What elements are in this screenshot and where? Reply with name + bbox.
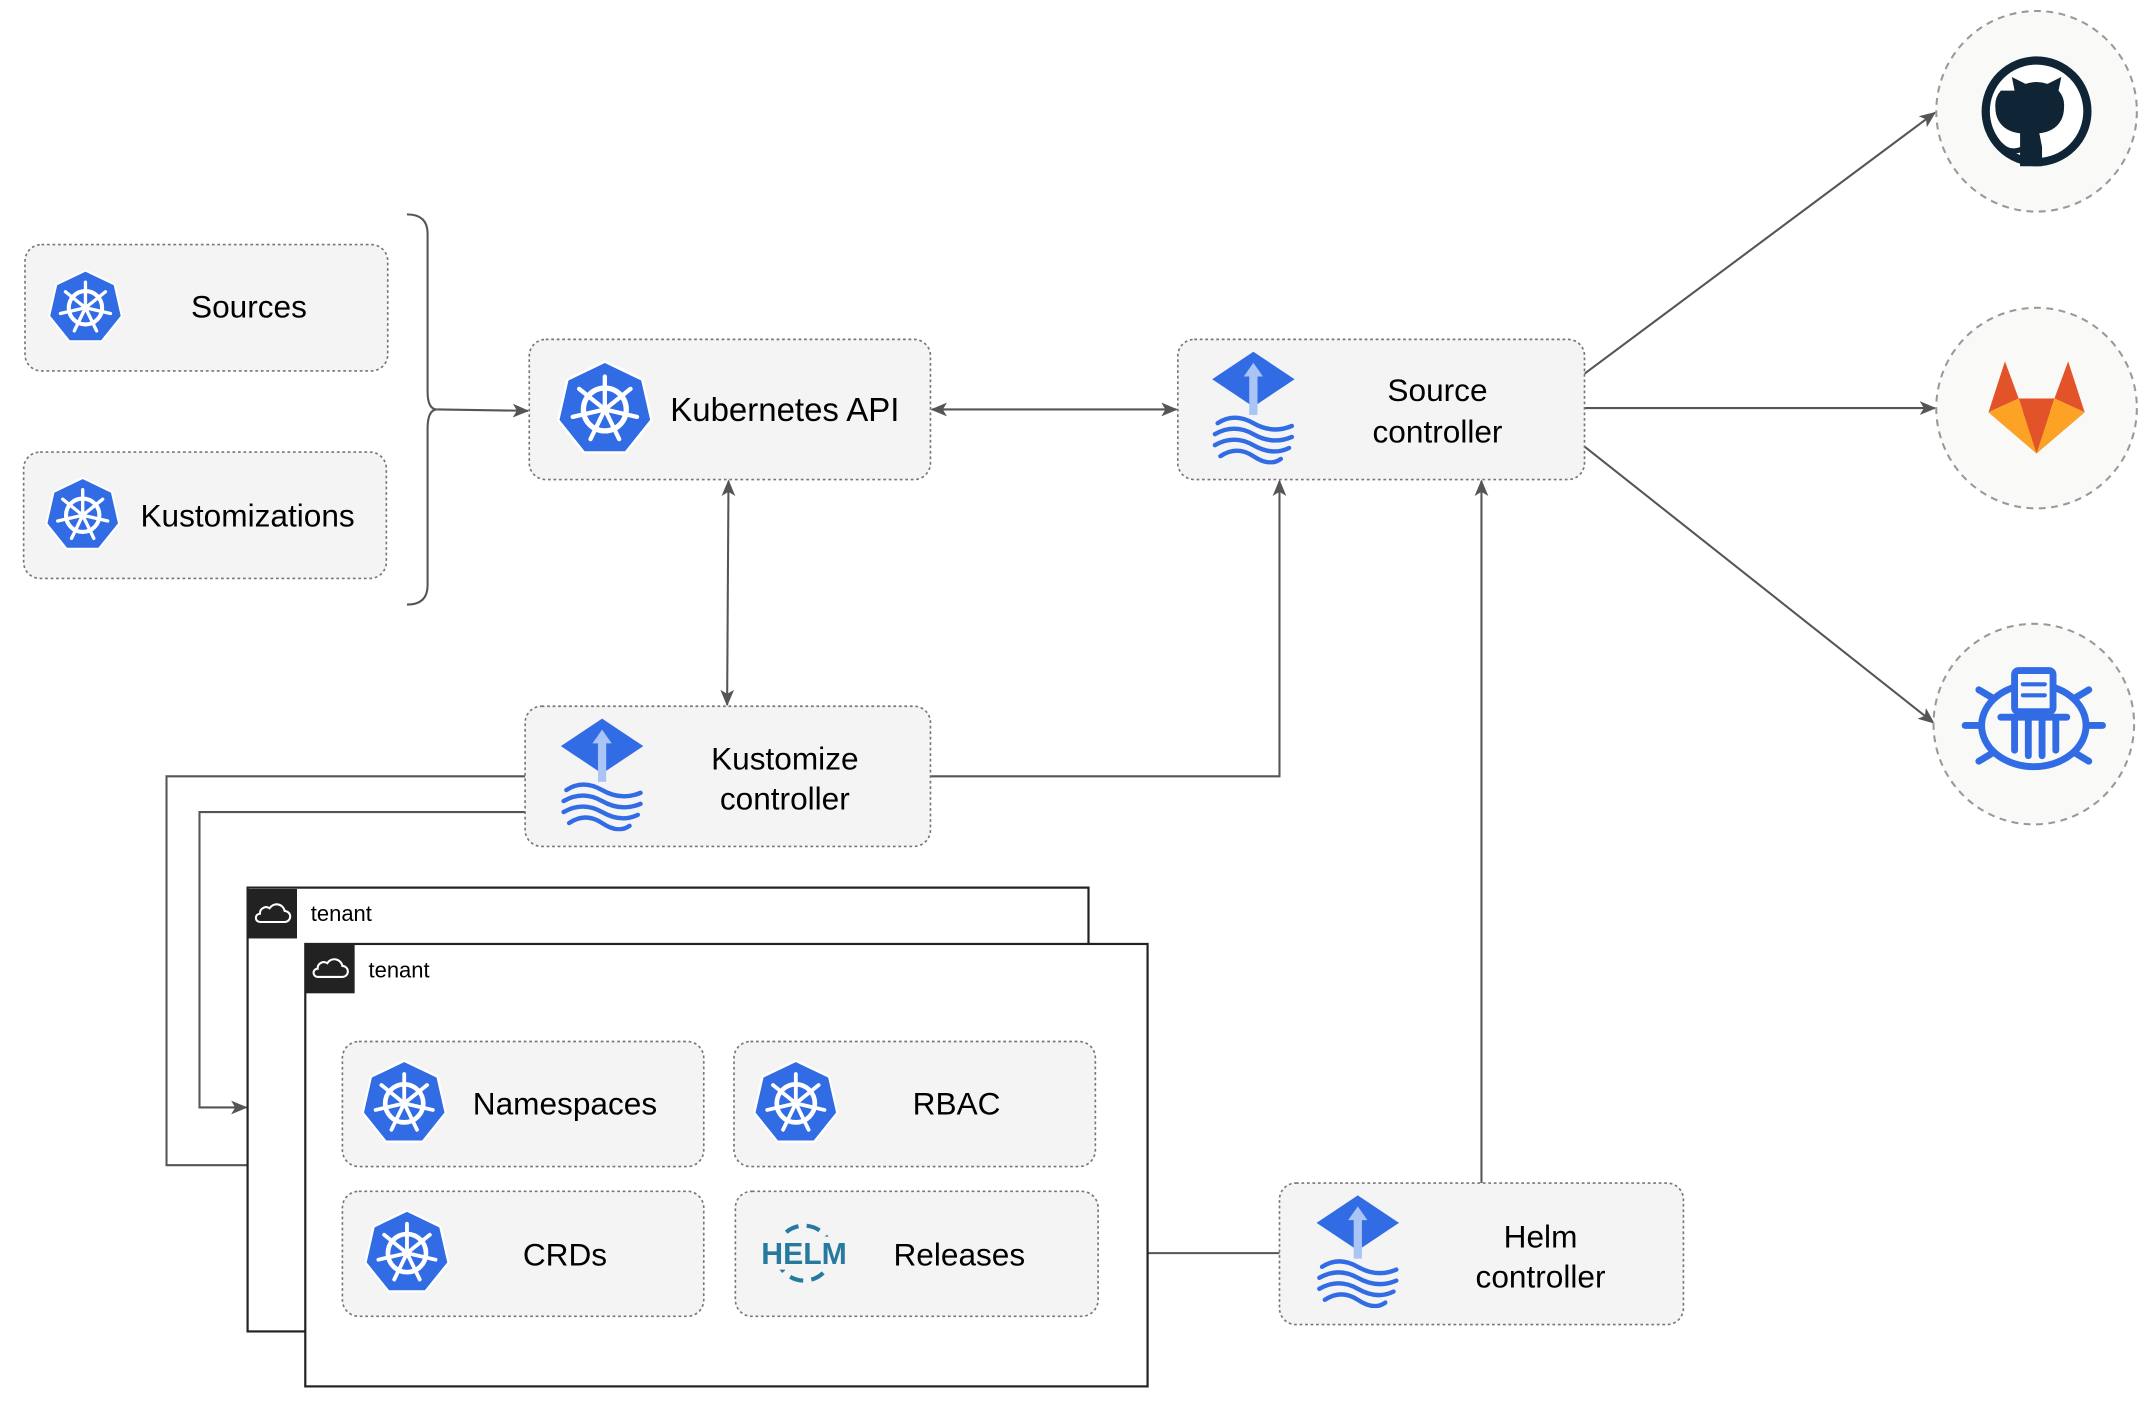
helm-controller-label-line1: Helm (1504, 1219, 1578, 1255)
helm-logo-text: HELM (761, 1238, 847, 1271)
resources-bracket (406, 213, 438, 606)
github-icon (1981, 56, 2092, 167)
rbac-label: RBAC (913, 1085, 1001, 1121)
github-source[interactable] (1935, 9, 2138, 213)
connectors (165, 111, 1937, 1260)
cloud-icon (305, 943, 355, 994)
sources-label: Sources (191, 288, 307, 324)
kustomize-controller-label-line1: Kustomize (711, 740, 858, 776)
gitlab-source[interactable] (1935, 306, 2138, 510)
rbac-node[interactable]: RBAC (733, 1040, 1097, 1168)
namespaces-node[interactable]: Namespaces (341, 1040, 705, 1168)
source-controller-label-line1: Source (1387, 372, 1487, 408)
arrow-kustomize-to-tenant-back (198, 811, 526, 1115)
source-controller-label-line2: controller (1373, 413, 1503, 449)
kustomize-controller-label-line2: controller (720, 780, 850, 816)
arrow-kustomize-to-tenant-front (165, 775, 526, 1173)
kubernetes-api-label: Kubernetes API (670, 391, 899, 428)
crds-label: CRDs (523, 1236, 607, 1272)
kubernetes-api-node[interactable]: Kubernetes API (528, 338, 932, 481)
arrow-api-kustomize-controller (720, 479, 736, 707)
cloud-icon (247, 887, 298, 940)
source-controller-node[interactable]: Source controller (1176, 338, 1586, 481)
arrow-source-to-github (1583, 111, 1936, 375)
tenant-label: tenant (369, 958, 430, 983)
kustomize-controller-node[interactable]: Kustomize controller (524, 705, 932, 848)
gitlab-icon (1988, 361, 2085, 454)
helm-icon: HELM (755, 1223, 853, 1283)
releases-label: Releases (893, 1236, 1025, 1272)
bucket-icon (1961, 667, 2106, 771)
helm-controller-label-line2: controller (1476, 1258, 1606, 1294)
kustomizations-node[interactable]: Kustomizations (22, 451, 388, 580)
arrow-kustomize-to-source (930, 479, 1287, 778)
helm-controller-node[interactable]: Helm controller (1278, 1182, 1685, 1326)
crds-node[interactable]: CRDs (341, 1190, 705, 1318)
arrow-source-to-bucket (1583, 445, 1935, 724)
tenant-label: tenant (311, 901, 372, 926)
sources-node[interactable]: Sources (24, 243, 389, 372)
releases-node[interactable]: HELM Releases (734, 1190, 1099, 1318)
namespaces-label: Namespaces (473, 1085, 657, 1121)
kustomizations-label: Kustomizations (140, 497, 354, 533)
arrow-resources-to-api (437, 403, 530, 418)
bucket-source[interactable] (1932, 622, 2136, 826)
